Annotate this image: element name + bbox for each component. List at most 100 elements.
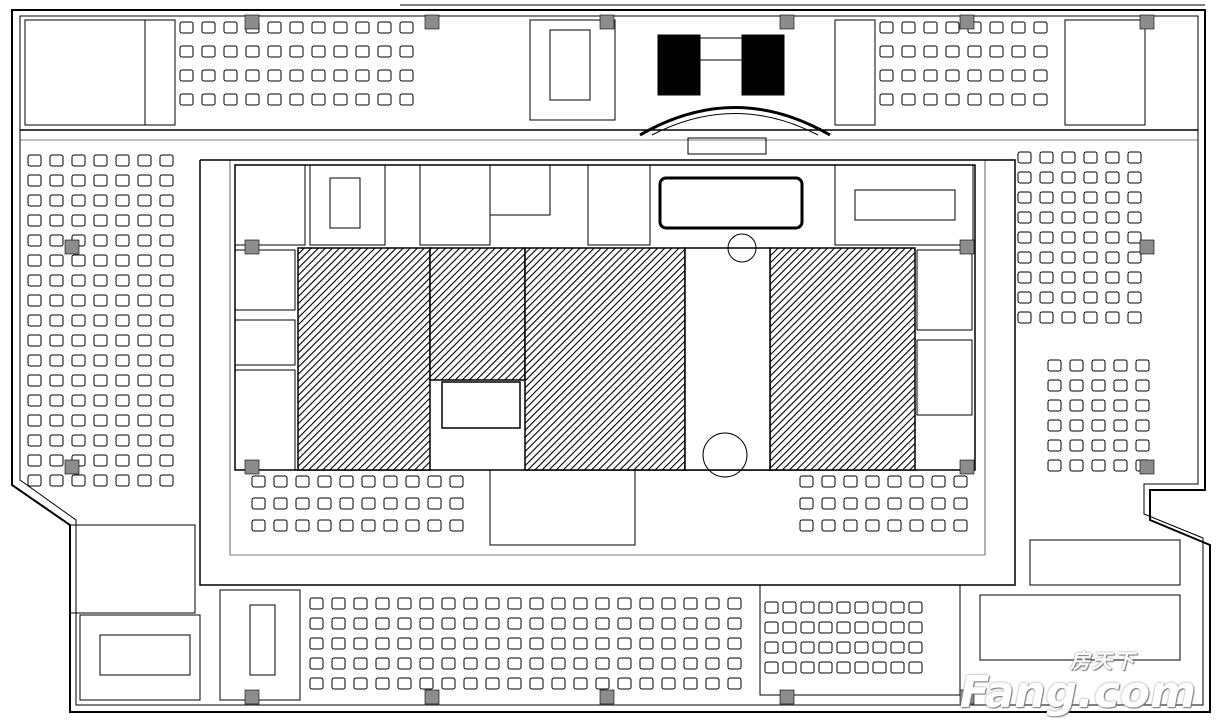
desk-chair [251,519,266,532]
desk-chair [683,637,698,650]
desk-chair [782,601,797,614]
desk-chair [1105,171,1120,184]
desk-chair [49,454,64,467]
desk-chair [115,254,130,267]
desk-chair [1105,191,1120,204]
desk-chair [27,334,42,347]
desk-chair [639,677,654,690]
desk-chair [799,475,814,488]
desk-chair [890,601,905,614]
desk-chair [908,621,923,634]
desk-chair [865,475,880,488]
desk-chair [49,474,64,487]
desk-chair [945,45,960,58]
desk-chair [49,154,64,167]
desk-chair [1017,251,1032,264]
desk-chair [507,657,522,670]
desk-chair [137,174,152,187]
desk-chair [818,641,833,654]
desk-chair [311,69,326,82]
desk-chair [115,314,130,327]
desk-chair [93,414,108,427]
desk-chair [419,677,434,690]
desk-chair [843,475,858,488]
room [834,164,974,246]
desk-chair [317,475,332,488]
desk-chair [309,637,324,650]
desk-chair [245,45,260,58]
desk-chair [71,434,86,447]
room [916,339,973,416]
desk-chair [375,677,390,690]
desk-chair [945,93,960,106]
desk-chair [1127,311,1142,324]
desk-chair [705,597,720,610]
desk-chair [1083,151,1098,164]
desk-chair [93,374,108,387]
room [234,249,296,311]
desk-chair [551,637,566,650]
desk-chair [1011,69,1026,82]
desk-chair [27,434,42,447]
desk-chair [573,597,588,610]
desk-chair [890,621,905,634]
desk-chair [901,93,916,106]
desk-chair [355,93,370,106]
desk-chair [93,254,108,267]
desk-chair [923,93,938,106]
desk-chair [397,677,412,690]
desk-chair [137,234,152,247]
desk-chair [821,497,836,510]
desk-chair [529,597,544,610]
desk-chair [115,174,130,187]
desk-chair [953,497,968,510]
desk-chair [923,21,938,34]
desk-chair [617,637,632,650]
desk-chair [115,434,130,447]
desk-chair [353,617,368,630]
desk-chair [1017,191,1032,204]
desk-chair [705,637,720,650]
desk-chair [1113,399,1128,412]
desk-chair [1091,419,1106,432]
desk-chair [137,474,152,487]
desk-chair [179,21,194,34]
column [779,689,795,705]
desk-chair [989,21,1004,34]
desk-chair [49,274,64,287]
column [244,459,260,475]
desk-chair [1083,291,1098,304]
desk-chair [245,93,260,106]
desk-chair [137,334,152,347]
desk-chair [529,637,544,650]
desk-chair [1091,379,1106,392]
desk-chair [1083,191,1098,204]
column [244,689,260,705]
desk-chair [159,354,174,367]
rooms [24,19,1181,701]
desk-chair [683,657,698,670]
column [959,459,975,475]
desk-chair [573,677,588,690]
desk-chair [251,475,266,488]
desk-chair [115,234,130,247]
desk-chair [331,677,346,690]
desk-chair [49,374,64,387]
desk-chair [419,657,434,670]
desk-chair [1017,151,1032,164]
desk-chair [159,394,174,407]
desk-chair [71,474,86,487]
desk-chair [818,601,833,614]
desk-chair [1039,171,1054,184]
desk-chair [1047,459,1062,472]
desk-chair [836,621,851,634]
desk-chair [1127,171,1142,184]
column [599,14,615,30]
room [79,614,201,701]
desk-chair [1061,271,1076,284]
desk-chair [159,334,174,347]
desk-chair [800,601,815,614]
desk-chair [27,254,42,267]
desk-chair [901,45,916,58]
desk-chair [397,637,412,650]
